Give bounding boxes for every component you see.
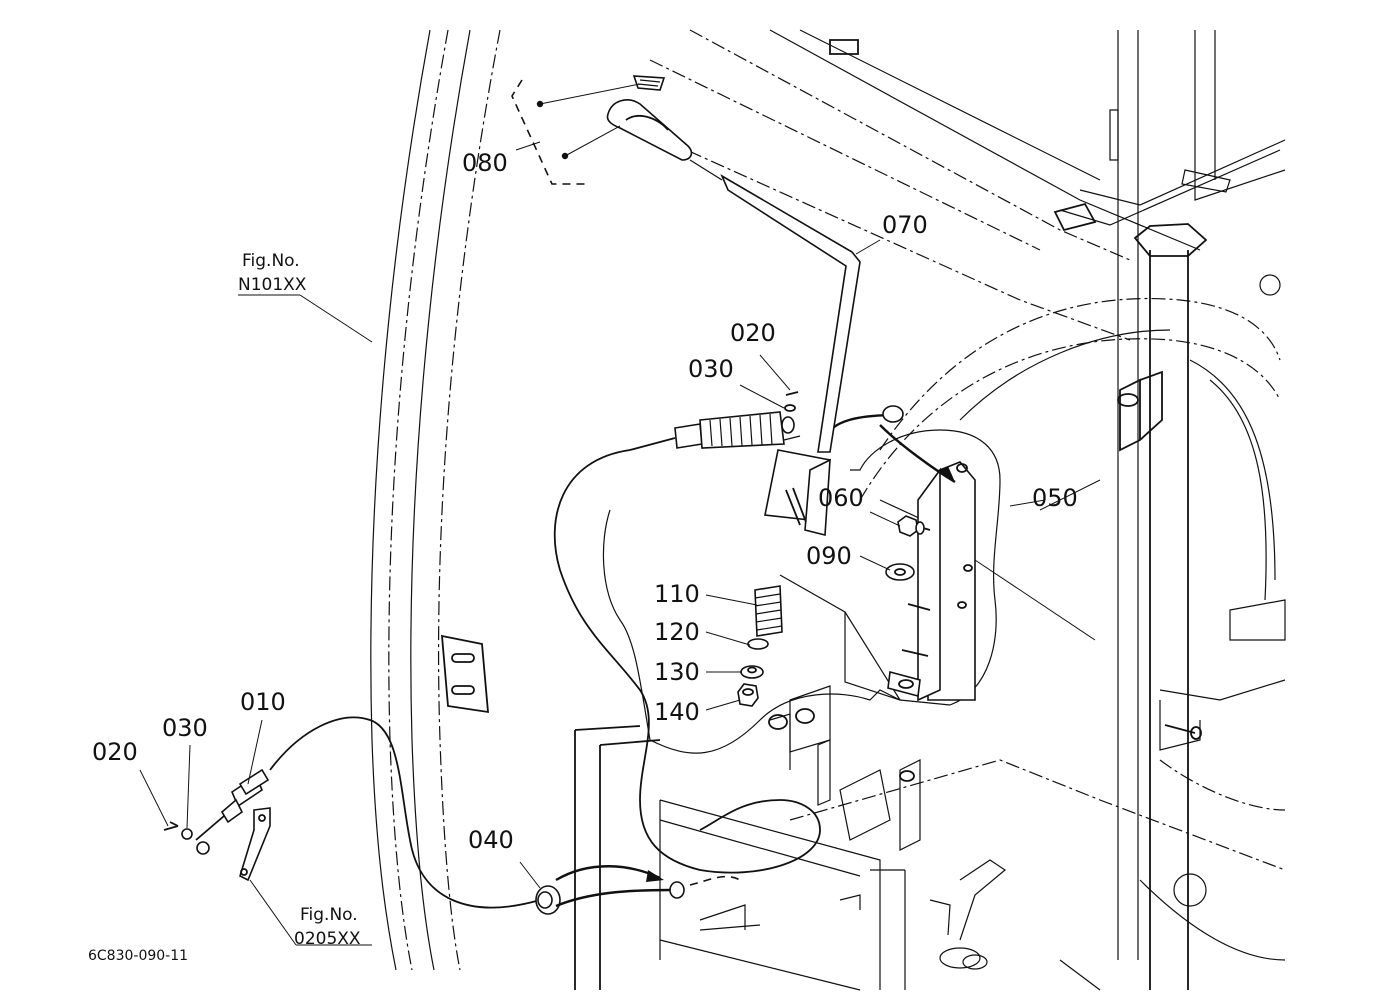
label-130: 130 xyxy=(654,658,700,686)
drawing-id: 6C830-090-11 xyxy=(88,948,188,964)
control-cable-upper xyxy=(553,391,821,874)
label-020-top: 020 xyxy=(730,319,776,347)
bolt-060 xyxy=(897,515,931,537)
label-040: 040 xyxy=(468,826,514,854)
fig-ref-1-number: N101XX xyxy=(238,275,307,295)
label-120: 120 xyxy=(654,618,700,646)
leader-lines xyxy=(139,141,1101,946)
rear-post xyxy=(1109,30,1286,990)
shift-lever-070 xyxy=(689,159,861,453)
figure-references: Fig.No. N101XX Fig.No. 0205XX xyxy=(238,251,361,949)
cab-floor-frame xyxy=(574,685,1286,991)
fig-ref-2-title: Fig.No. xyxy=(300,905,358,925)
label-110: 110 xyxy=(654,580,700,608)
label-090: 090 xyxy=(806,542,852,570)
mounting-bracket-050 xyxy=(887,461,976,702)
label-020-left: 020 xyxy=(92,738,138,766)
label-080: 080 xyxy=(462,149,508,177)
label-030-top: 030 xyxy=(688,355,734,383)
fig-ref-2-number: 0205XX xyxy=(294,929,361,949)
fender-outline xyxy=(859,274,1286,961)
grommet-040 xyxy=(535,865,741,915)
label-070: 070 xyxy=(882,211,928,239)
lever-knob-080 xyxy=(511,75,693,185)
label-060: 060 xyxy=(818,484,864,512)
control-cable-lower xyxy=(163,716,541,909)
washer-090 xyxy=(885,563,915,581)
label-030-left: 030 xyxy=(162,714,208,742)
cab-pillar-left xyxy=(370,29,501,971)
fig-ref-1-title: Fig.No. xyxy=(242,251,300,271)
label-140: 140 xyxy=(654,698,700,726)
part-labels: 080 070 020 030 050 060 090 110 120 130 … xyxy=(92,149,1078,854)
spring-and-nuts-stack xyxy=(737,585,783,707)
cab-roof-frame xyxy=(619,29,1286,341)
label-010: 010 xyxy=(240,688,286,716)
label-050: 050 xyxy=(1032,484,1078,512)
